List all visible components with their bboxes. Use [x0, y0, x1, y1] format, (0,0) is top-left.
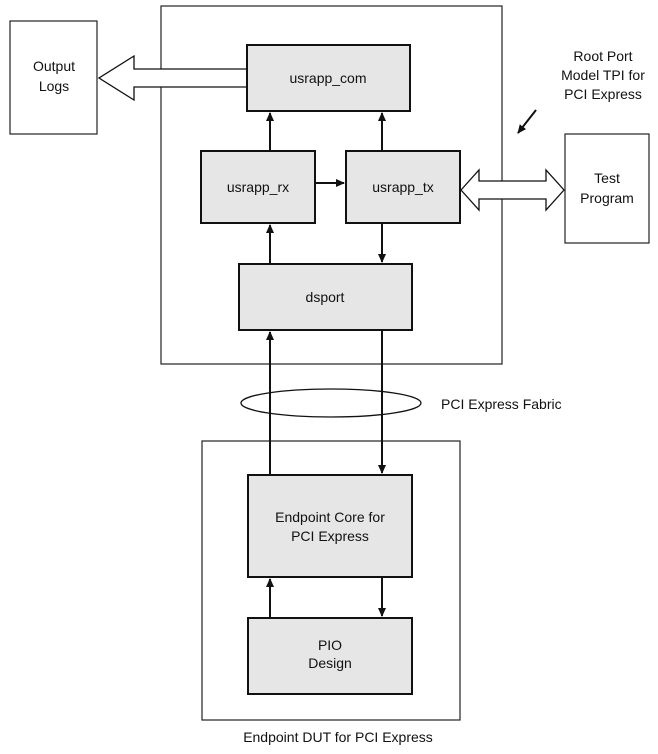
root-port-label-line3: PCI Express [564, 86, 642, 102]
pio-design-label-line2: Design [308, 655, 352, 671]
root-port-label-line2: Model TPI for [561, 67, 645, 83]
usrapp-com-label: usrapp_com [289, 70, 366, 86]
dsport-block: dsport [238, 263, 413, 331]
usrapp-tx-label: usrapp_tx [372, 179, 433, 195]
output-logs-box: Output Logs [9, 20, 98, 135]
endpoint-dut-frame [201, 440, 461, 721]
test-program-label-line2: Program [580, 190, 634, 206]
fabric-ellipse [240, 388, 422, 418]
test-program-hollow-arrow [460, 168, 565, 212]
root-port-pointer-arrow [517, 109, 537, 134]
test-program-box: Test Program [564, 133, 650, 244]
root-port-label-line1: Root Port [573, 48, 632, 64]
dsport-label: dsport [306, 289, 345, 305]
usrapp-tx-block: usrapp_tx [345, 150, 461, 224]
test-program-label-line1: Test [594, 170, 620, 186]
output-logs-hollow-arrow [97, 54, 248, 102]
pio-design-block: PIO Design [247, 617, 413, 695]
endpoint-core-label-line2: PCI Express [291, 528, 369, 544]
output-logs-label-line2: Logs [39, 78, 69, 94]
usrapp-rx-label: usrapp_rx [227, 179, 289, 195]
endpoint-dut-label: Endpoint DUT for PCI Express [243, 729, 433, 745]
usrapp-com-block: usrapp_com [246, 44, 411, 112]
endpoint-core-label-line1: Endpoint Core for [275, 509, 385, 525]
endpoint-core-block: Endpoint Core for PCI Express [247, 474, 413, 578]
fabric-label: PCI Express Fabric [441, 396, 562, 412]
output-logs-label-line1: Output [33, 58, 75, 74]
pio-design-label-line1: PIO [318, 637, 342, 653]
usrapp-rx-block: usrapp_rx [200, 150, 316, 224]
